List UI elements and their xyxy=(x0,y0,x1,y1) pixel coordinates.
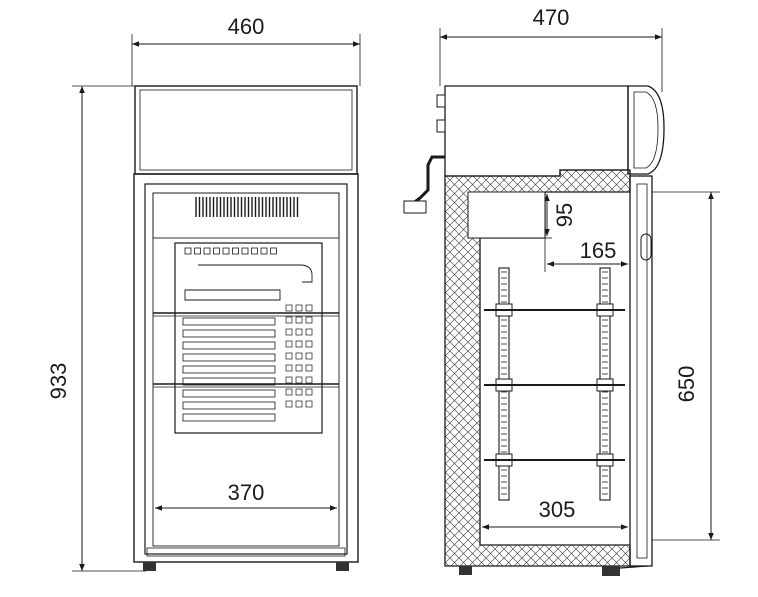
dim-interior-height: 650 xyxy=(674,366,699,403)
front-foot-left xyxy=(143,562,156,571)
power-cord xyxy=(411,155,445,206)
front-canopy xyxy=(134,85,358,175)
dim-top-step-depth: 165 xyxy=(580,238,617,263)
side-view: 470 95 165 650 305 xyxy=(403,5,720,576)
side-canopy-front xyxy=(627,85,665,175)
side-top-unit xyxy=(444,85,629,177)
dim-overall-width: 460 xyxy=(228,14,265,39)
power-plug xyxy=(403,200,427,214)
evaporator-coil xyxy=(174,242,323,434)
front-cabinet xyxy=(133,173,359,563)
door-handle xyxy=(640,233,652,261)
dim-interior-width: 370 xyxy=(228,480,265,505)
side-foot-rear xyxy=(459,566,472,575)
front-view: 460 933 370 xyxy=(46,14,361,572)
front-foot-right xyxy=(336,562,349,571)
dim-overall-depth: 470 xyxy=(533,5,570,30)
dim-interior-depth: 305 xyxy=(539,497,576,522)
vent-grille xyxy=(195,197,299,217)
dim-overall-height: 933 xyxy=(46,363,71,400)
dim-top-step-height: 95 xyxy=(552,203,577,227)
compressor-compartment xyxy=(467,191,546,239)
side-foot-front xyxy=(602,566,620,576)
